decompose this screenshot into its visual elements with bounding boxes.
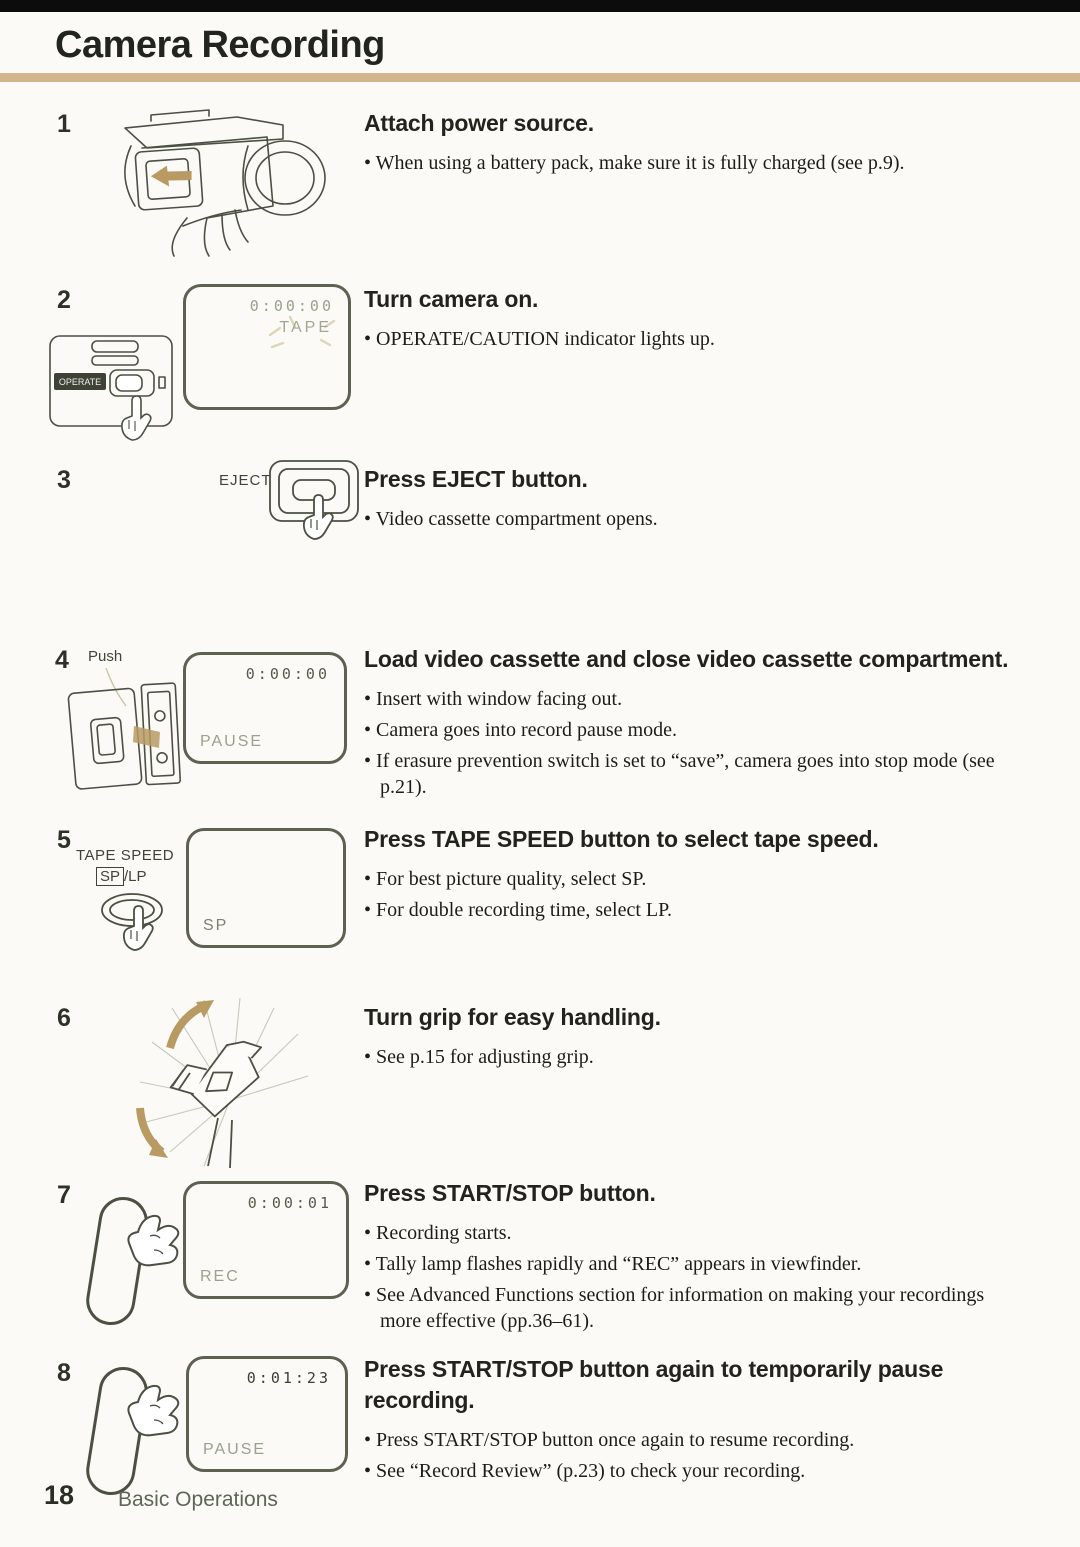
bullet-item: • OPERATE/CAUTION indicator lights up. [364, 328, 715, 350]
status-indicator: SP [203, 917, 229, 934]
step-heading: Turn grip for easy handling. [364, 1004, 661, 1030]
step-number: 4 [55, 646, 69, 674]
step-bullets: • Recording starts. • Tally lamp flashes … [364, 1220, 1019, 1334]
bullet-item: • Camera goes into record pause mode. [364, 719, 678, 741]
step-bullets: • For best picture quality, select SP. • … [364, 866, 1019, 923]
viewfinder-display: 0:00:00 TAPE [183, 284, 351, 410]
step-bullets: • Insert with window facing out. • Camera… [364, 686, 1019, 800]
step-bullets: • When using a battery pack, make sure i… [364, 150, 1019, 176]
bullet-item: • When using a battery pack, make sure i… [364, 152, 905, 174]
finger-press-icon [122, 905, 154, 951]
status-indicator: PAUSE [203, 1441, 267, 1458]
bullet-item: • Press START/STOP button once again to … [364, 1429, 855, 1451]
bullet-item: • For double recording time, select LP. [364, 899, 673, 921]
step-heading: Load video cassette and close video cass… [364, 646, 1009, 672]
step-bullets: • Press START/STOP button once again to … [364, 1427, 1019, 1484]
title-underline-rule [0, 73, 1080, 82]
bullet-item: • For best picture quality, select SP. [364, 868, 647, 890]
status-indicator: PAUSE [200, 733, 264, 750]
bullet-item: • Recording starts. [364, 1222, 512, 1244]
operate-badge-label: OPERATE [59, 377, 101, 387]
step-number: 1 [57, 110, 71, 138]
step-number: 5 [57, 826, 71, 854]
step-number: 3 [57, 466, 71, 494]
step-heading: Attach power source. [364, 110, 594, 136]
operate-switch-illustration: OPERATE [42, 322, 182, 452]
bullet-item: • See “Record Review” (p.23) to check yo… [364, 1460, 806, 1482]
sp-boxed-label: SP [96, 867, 125, 886]
page-top-bar [0, 0, 1080, 12]
viewfinder-display: SP [186, 828, 346, 948]
tape-counter: 0:00:00 [245, 665, 330, 683]
bullet-item: • Tally lamp flashes rapidly and “REC” a… [364, 1253, 862, 1275]
page-number: 18 [44, 1480, 75, 1510]
rotating-grip-illustration [112, 990, 327, 1175]
bullet-item: • Insert with window facing out. [364, 688, 623, 710]
step-number: 8 [57, 1359, 71, 1387]
step-heading: Press START/STOP button again to tempora… [364, 1356, 944, 1413]
tape-counter: 0:00:00 [249, 297, 334, 315]
finger-press-icon [121, 395, 152, 441]
start-stop-grip-illustration [80, 1360, 198, 1512]
start-stop-grip-illustration [80, 1190, 198, 1342]
eject-button-illustration [266, 455, 374, 587]
bullet-item: • Video cassette compartment opens. [364, 508, 658, 530]
bullet-item: • If erasure prevention switch is set to… [364, 750, 995, 798]
cassette-door-illustration [58, 668, 188, 808]
footer-section-label: Basic Operations [118, 1488, 278, 1511]
page-title: Camera Recording [55, 24, 385, 66]
arrow-icon [133, 726, 160, 748]
bullet-item: • See Advanced Functions section for inf… [364, 1284, 985, 1332]
step-heading: Turn camera on. [364, 286, 539, 312]
step-heading: Press TAPE SPEED button to select tape s… [364, 826, 879, 852]
viewfinder-display: 0:00:01 REC [183, 1181, 349, 1299]
step-heading: Press EJECT button. [364, 466, 588, 492]
status-indicator: REC [200, 1268, 240, 1285]
hand-press-icon [127, 1214, 180, 1267]
viewfinder-display: 0:01:23 PAUSE [186, 1356, 348, 1472]
tape-counter: 0:01:23 [246, 1369, 331, 1387]
camcorder-battery-illustration [85, 104, 335, 262]
arrow-icon [150, 165, 192, 187]
finger-press-icon [302, 494, 334, 540]
viewfinder-display: 0:00:00 PAUSE [183, 652, 347, 764]
push-label: Push [88, 648, 123, 665]
step-bullets: • OPERATE/CAUTION indicator lights up. [364, 326, 1019, 352]
operate-badge [54, 373, 106, 390]
step-number: 2 [57, 286, 71, 314]
step-bullets: • See p.15 for adjusting grip. [364, 1044, 1019, 1070]
flash-sparkle-icon [268, 315, 336, 349]
sp-lp-label: SP/LP [96, 867, 147, 886]
tape-speed-label: TAPE SPEED [76, 847, 175, 864]
step-number: 6 [57, 1004, 71, 1032]
step-number: 7 [57, 1181, 71, 1209]
bullet-item: • See p.15 for adjusting grip. [364, 1046, 594, 1068]
step-heading: Press START/STOP button. [364, 1180, 656, 1206]
step-bullets: • Video cassette compartment opens. [364, 506, 1019, 532]
tape-speed-button-illustration [88, 888, 188, 1000]
eject-button-label: EJECT [219, 472, 272, 489]
tape-counter: 0:00:01 [247, 1194, 332, 1212]
tape-indicator: TAPE [279, 319, 332, 336]
hand-press-icon [127, 1384, 180, 1437]
